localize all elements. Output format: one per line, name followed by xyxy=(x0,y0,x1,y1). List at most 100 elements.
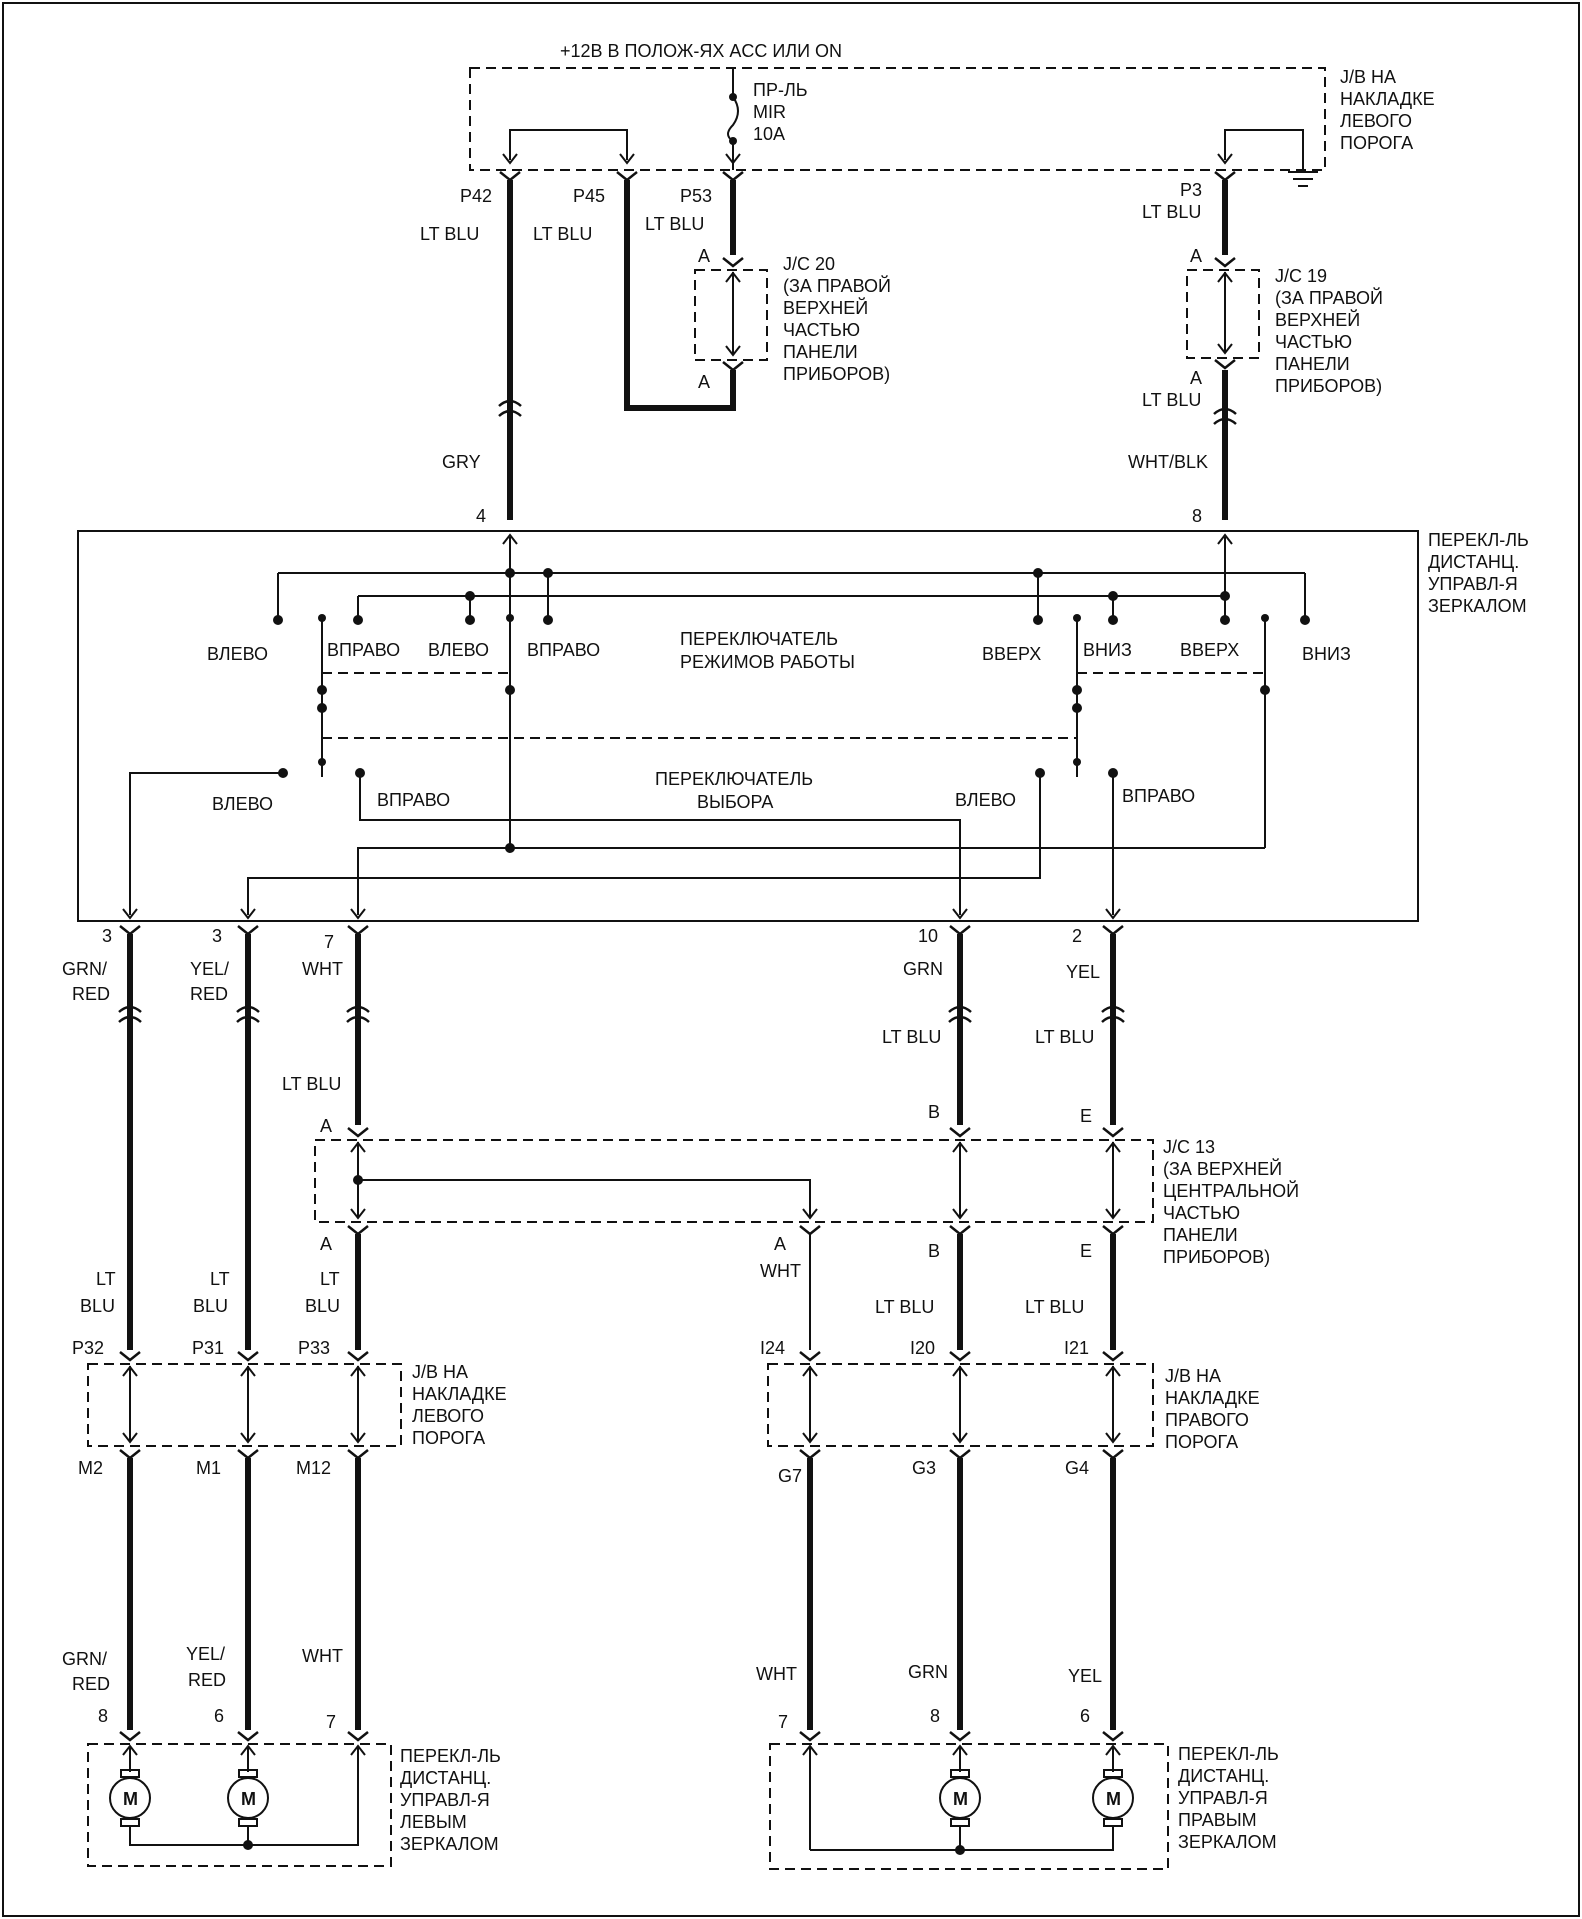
rm-text-5: ЗЕРКАЛОМ xyxy=(1178,1832,1277,1852)
out-wire-yel: YEL xyxy=(1066,962,1100,982)
bw-l1-1: GRN/ xyxy=(62,1649,107,1669)
jc13-text-5: ПАНЕЛИ xyxy=(1163,1225,1238,1245)
lw-c3-blu: BLU xyxy=(305,1296,340,1316)
wire-p45-ltblu: LT BLU xyxy=(533,224,592,244)
bw-l2-1: YEL/ xyxy=(186,1644,225,1664)
bw-r2: GRN xyxy=(908,1662,948,1682)
mode-label-down-2: ВНИЗ xyxy=(1302,644,1351,664)
rm-motor-1-label: M xyxy=(953,1789,968,1809)
mirror-control-switch: ПЕРЕКЛ-ЛЬ ДИСТАНЦ. УПРАВЛ-Я ЗЕРКАЛОМ xyxy=(77,530,1529,922)
lm-pin-3: 7 xyxy=(326,1712,336,1732)
jb-top-text-2: НАКЛАДКЕ xyxy=(1340,89,1435,109)
jc13-text-1: J/C 13 xyxy=(1163,1137,1215,1157)
select-switch-title-1: ПЕРЕКЛЮЧАТЕЛЬ xyxy=(655,769,813,789)
jc13-text-2: (ЗА ВЕРХНЕЙ xyxy=(1163,1158,1282,1179)
jc20-box xyxy=(694,269,768,361)
jbl-m12: M12 xyxy=(296,1458,331,1478)
out-wire-grn-red-1: GRN/ xyxy=(62,959,107,979)
jbr-i24: I24 xyxy=(760,1338,785,1358)
fuse-mir: ПР-ЛЬ MIR 10A xyxy=(727,68,808,170)
top-junction-block: +12В В ПОЛОЖ-ЯХ ACC ИЛИ ON J/B НА НАКЛАД… xyxy=(469,41,1435,187)
jbl-m1: M1 xyxy=(196,1458,221,1478)
lw-c3-lt: LT xyxy=(320,1269,340,1289)
jc13-pin-a2-bot: A xyxy=(774,1234,786,1254)
out-pin-grn-red: 3 xyxy=(102,926,112,946)
jc20-pin-a2: A xyxy=(698,372,710,392)
out-wire-wht: WHT xyxy=(302,959,343,979)
bw-l1-2: RED xyxy=(72,1674,110,1694)
right-motor-1: M xyxy=(939,1769,981,1827)
jc13-pin-b-bot: B xyxy=(928,1241,940,1261)
jc20-pin-a1: A xyxy=(698,246,710,266)
select-label-right-2: ВПРАВО xyxy=(1122,786,1195,806)
rm-text-2: ДИСТАНЦ. xyxy=(1178,1766,1269,1786)
jc19-text-6: ПРИБОРОВ) xyxy=(1275,376,1382,396)
rm-pin-1: 7 xyxy=(778,1712,788,1732)
supply-label: +12В В ПОЛОЖ-ЯХ ACC ИЛИ ON xyxy=(560,41,842,61)
left-mirror-switch: 8 6 7 M M ПЕРЕКЛ-ЛЬ ДИСТАНЦ. УПРАВЛ-Я ЛЕ… xyxy=(87,1706,501,1867)
pin-p53: P53 xyxy=(680,186,712,206)
mode-switch-title-1: ПЕРЕКЛЮЧАТЕЛЬ xyxy=(680,629,838,649)
lw-c2-blu: BLU xyxy=(193,1296,228,1316)
fuse-label-3: 10A xyxy=(753,124,785,144)
lm-text-4: ЛЕВЫМ xyxy=(400,1812,467,1832)
out-pin-yel-red: 3 xyxy=(212,926,222,946)
jb-top-text-4: ПОРОГА xyxy=(1340,133,1413,153)
lm-text-2: ДИСТАНЦ. xyxy=(400,1768,491,1788)
jbl-text-3: ЛЕВОГО xyxy=(412,1406,484,1426)
out-wire-yel-red-2: RED xyxy=(190,984,228,1004)
jbr-text-4: ПОРОГА xyxy=(1165,1432,1238,1452)
select-label-left-1: ВЛЕВО xyxy=(212,794,273,814)
jbl-text-1: J/B НА xyxy=(412,1362,468,1382)
rm-pin-2: 8 xyxy=(930,1706,940,1726)
out-pin-grn: 10 xyxy=(918,926,938,946)
jbl-p31: P31 xyxy=(192,1338,224,1358)
lw-c1-lt: LT xyxy=(96,1269,116,1289)
jc19-text-1: J/C 19 xyxy=(1275,266,1327,286)
jc13-text-3: ЦЕНТРАЛЬНОЙ xyxy=(1163,1180,1299,1201)
right-motor-2: M xyxy=(1092,1769,1134,1827)
jc13-pin-a-bot: A xyxy=(320,1234,332,1254)
switch-title-4: ЗЕРКАЛОМ xyxy=(1428,596,1527,616)
wire-grn-ltblu: LT BLU xyxy=(882,1027,941,1047)
jb-right-sill: J/B НА НАКЛАДКЕ ПРАВОГО ПОРОГА xyxy=(767,1363,1260,1452)
lm-pin-2: 6 xyxy=(214,1706,224,1726)
jc19-text-3: ВЕРХНЕЙ xyxy=(1275,309,1360,330)
select-label-left-2: ВЛЕВО xyxy=(955,790,1016,810)
bw-r3: YEL xyxy=(1068,1666,1102,1686)
jc19-text-5: ПАНЕЛИ xyxy=(1275,354,1350,374)
lw-c1-blu: BLU xyxy=(80,1296,115,1316)
rm-text-4: ПРАВЫМ xyxy=(1178,1810,1257,1830)
jc19-pin-a1: A xyxy=(1190,246,1202,266)
mode-label-up-2: ВВЕРХ xyxy=(1180,640,1239,660)
wire-p53-ltblu: LT BLU xyxy=(645,214,704,234)
rm-motor-2-label: M xyxy=(1106,1789,1121,1809)
jc19-below-ltblu: LT BLU xyxy=(1142,390,1201,410)
wire-p42-ltblu: LT BLU xyxy=(420,224,479,244)
jbl-text-4: ПОРОГА xyxy=(412,1428,485,1448)
jbr-g7: G7 xyxy=(778,1466,802,1486)
ground-icon xyxy=(1288,171,1318,187)
switch-title-3: УПРАВЛ-Я xyxy=(1428,574,1518,594)
mode-label-left-2: ВЛЕВО xyxy=(428,640,489,660)
wire-wht-ltblu: LT BLU xyxy=(282,1074,341,1094)
jbr-i20: I20 xyxy=(910,1338,935,1358)
switch-pin-4: 4 xyxy=(476,506,486,526)
jb-left-sill: J/B НА НАКЛАДКЕ ЛЕВОГО ПОРОГА xyxy=(87,1362,507,1448)
jc20-text-3: ВЕРХНЕЙ xyxy=(783,297,868,318)
lw-c6-ltblu: LT BLU xyxy=(1025,1297,1084,1317)
pin-p3: P3 xyxy=(1180,180,1202,200)
bw-r1: WHT xyxy=(756,1664,797,1684)
fuse-label-1: ПР-ЛЬ xyxy=(753,80,808,100)
jc20-text-2: (ЗА ПРАВОЙ xyxy=(783,275,891,296)
mode-label-right-1: ВПРАВО xyxy=(327,640,400,660)
lm-motor-1-label: M xyxy=(123,1789,138,1809)
lm-motor-2-label: M xyxy=(241,1789,256,1809)
out-wire-yel-red-1: YEL/ xyxy=(190,959,229,979)
jc20-text-6: ПРИБОРОВ) xyxy=(783,364,890,384)
jc13-text-4: ЧАСТЬЮ xyxy=(1163,1203,1240,1223)
rm-text-1: ПЕРЕКЛ-ЛЬ xyxy=(1178,1744,1279,1764)
jbr-g4: G4 xyxy=(1065,1458,1089,1478)
mode-switch-title-2: РЕЖИМОВ РАБОТЫ xyxy=(680,652,855,672)
